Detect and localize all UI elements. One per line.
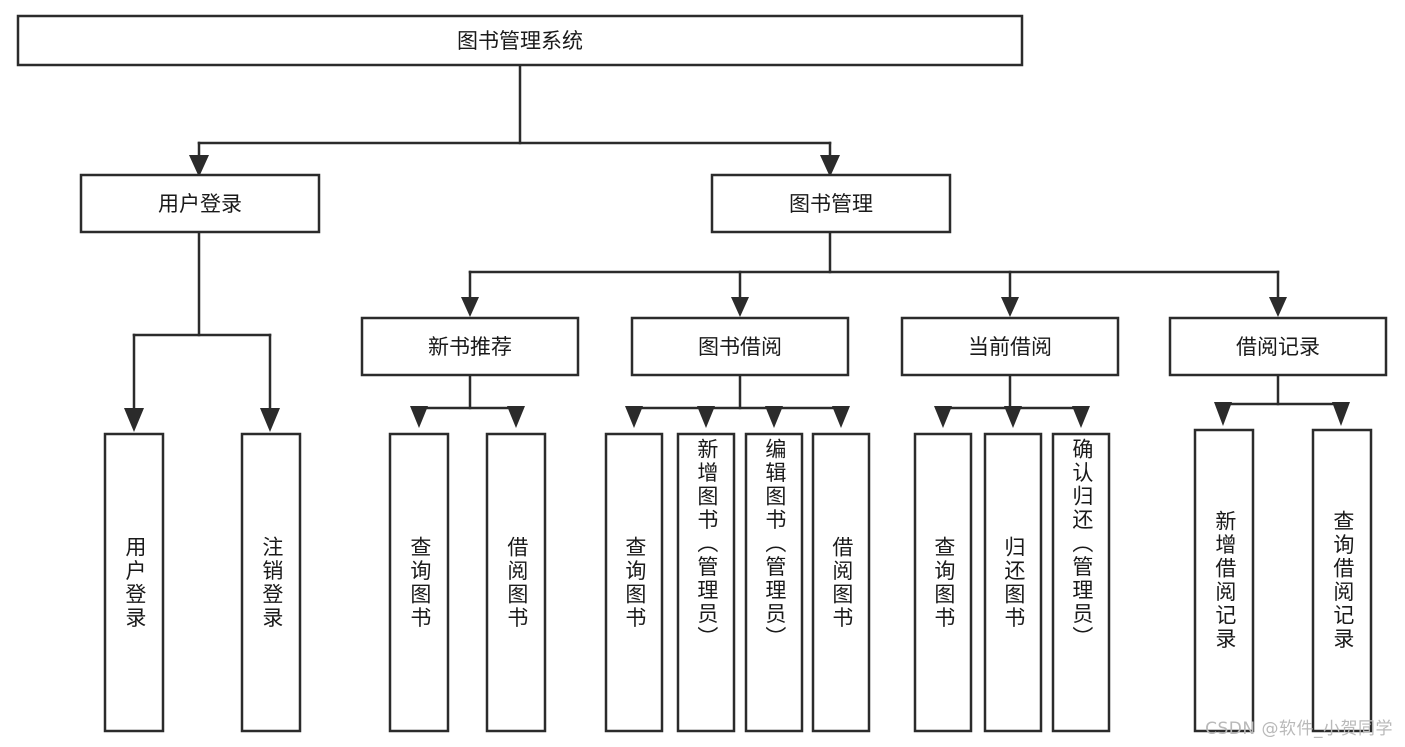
node-leaf-user-logout-box[interactable] — [240, 432, 302, 733]
arrow-to-user-login — [189, 155, 209, 177]
node-leaf-return-book-box[interactable] — [983, 432, 1043, 733]
node-book-borrow-box[interactable] — [630, 316, 850, 377]
arrow-to-leaf-user-login — [124, 408, 144, 432]
node-borrow-record-label: 借阅记录 — [1236, 335, 1320, 359]
csdn-watermark: CSDN @软件_小贺同学 — [1205, 719, 1393, 739]
node-book-manage-box[interactable] — [710, 173, 952, 234]
arrow-to-leaf-query-book-1 — [410, 406, 428, 428]
node-current-borrow-box[interactable] — [900, 316, 1120, 377]
node-user-login-box[interactable] — [79, 173, 321, 234]
node-layer: 图书管理系统 用户登录 图书管理 新书推荐 图书借阅 当前借阅 借阅记录 — [16, 14, 1388, 733]
arrow-to-book-manage — [820, 155, 840, 177]
node-leaf-query-book-1-box[interactable] — [388, 432, 450, 733]
node-root-box[interactable] — [16, 14, 1024, 67]
node-borrow-record-box[interactable] — [1168, 316, 1388, 377]
arrow-to-borrow-record — [1269, 297, 1287, 317]
arrow-to-leaf-query-book-3 — [934, 406, 952, 428]
node-new-book-recommend-label: 新书推荐 — [428, 335, 512, 359]
node-leaf-add-record-box[interactable] — [1193, 428, 1255, 733]
node-user-login-label: 用户登录 — [158, 192, 242, 216]
arrow-to-book-borrow — [731, 297, 749, 317]
node-root-label: 图书管理系统 — [457, 29, 583, 53]
node-leaf-query-book-2-box[interactable] — [604, 432, 664, 733]
node-current-borrow-label: 当前借阅 — [968, 335, 1052, 359]
node-leaf-confirm-return-box[interactable] — [1051, 432, 1111, 733]
arrow-to-leaf-borrow-book-1 — [507, 406, 525, 428]
arrow-to-leaf-add-record — [1214, 402, 1232, 426]
arrow-to-leaf-return-book — [1004, 406, 1022, 428]
node-leaf-borrow-book-1-box[interactable] — [485, 432, 547, 733]
arrow-to-leaf-add-book — [697, 406, 715, 428]
node-leaf-edit-book-box[interactable] — [744, 432, 804, 733]
node-new-book-recommend-box[interactable] — [360, 316, 580, 377]
arrowhead-layer — [124, 155, 1350, 432]
arrow-to-leaf-borrow-book-2 — [832, 406, 850, 428]
node-leaf-user-login-box[interactable] — [103, 432, 165, 733]
node-leaf-query-record-box[interactable] — [1311, 428, 1373, 733]
arrow-to-leaf-confirm-return — [1072, 406, 1090, 428]
node-leaf-query-book-3-box[interactable] — [913, 432, 973, 733]
node-leaf-add-book-box[interactable] — [676, 432, 736, 733]
node-leaf-borrow-book-2-box[interactable] — [811, 432, 871, 733]
arrow-to-new-book-recommend — [461, 297, 479, 317]
arrow-to-leaf-query-record — [1332, 402, 1350, 426]
arrow-to-leaf-query-book-2 — [625, 406, 643, 428]
arrow-to-current-borrow — [1001, 297, 1019, 317]
arrow-to-leaf-user-logout — [260, 408, 280, 432]
node-book-borrow-label: 图书借阅 — [698, 335, 782, 359]
node-book-manage-label: 图书管理 — [789, 192, 873, 216]
arrow-to-leaf-edit-book — [765, 406, 783, 428]
